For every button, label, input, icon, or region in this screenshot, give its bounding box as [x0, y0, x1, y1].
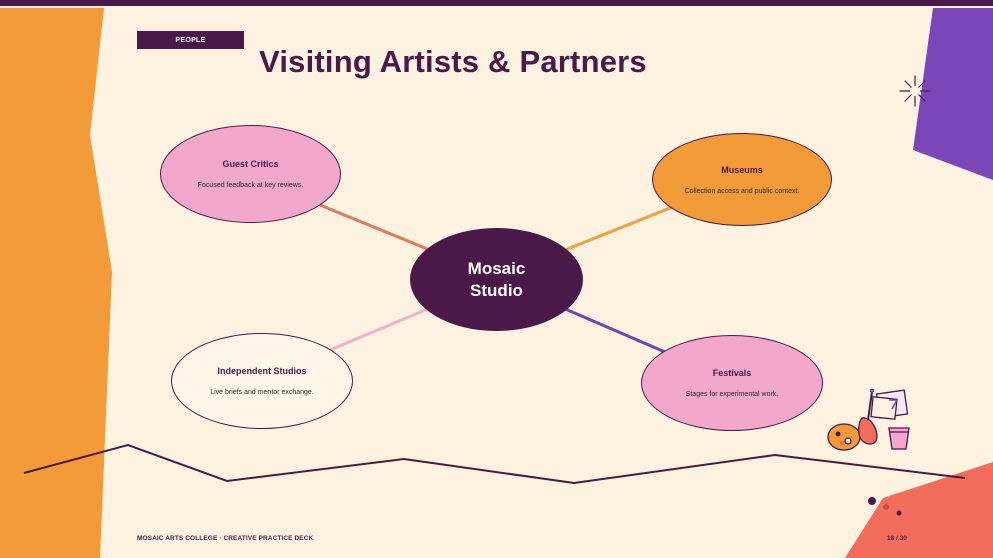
node-description: Live briefs and mentor exchange. — [210, 389, 314, 396]
node-festivals: Festivals Stages for experimental work. — [641, 335, 823, 431]
connector-museums — [564, 204, 676, 252]
node-title: Guest Critics — [222, 159, 279, 169]
connector-festivals — [562, 306, 666, 354]
node-museums: Museums Collection access and public con… — [652, 133, 832, 226]
node-description: Collection access and public context. — [684, 187, 800, 195]
dot-dark — [868, 497, 876, 505]
zigzag-line — [23, 443, 966, 485]
node-title: Festivals — [712, 368, 752, 378]
node-independent-studios: Independent Studios Live briefs and ment… — [171, 333, 353, 429]
footer-text: MOSAIC ARTS COLLEGE · CREATIVE PRACTICE … — [137, 535, 314, 542]
bottom-right-coral-shape — [845, 462, 993, 558]
center-label: Mosaic Studio — [467, 258, 526, 300]
page-title: Visiting Artists & Partners — [259, 44, 647, 79]
node-description: Stages for experimental work. — [685, 391, 779, 398]
art-supplies-icon — [827, 389, 910, 451]
right-purple-shape — [913, 8, 993, 180]
connector-independent-studios — [329, 306, 431, 352]
connector-guest-critics — [319, 203, 431, 252]
section-tag: PEOPLE — [137, 31, 244, 49]
top-bar — [0, 0, 993, 6]
dot-red — [883, 504, 889, 510]
node-guest-critics: Guest Critics Focused feedback at key re… — [160, 125, 341, 223]
node-title: Independent Studios — [217, 366, 307, 376]
left-orange-shape — [0, 8, 112, 558]
dot-dark-small — [896, 510, 902, 516]
node-title: Museums — [721, 164, 763, 175]
center-node-mosaic-studio: Mosaic Studio — [410, 228, 583, 331]
page-number: 18 / 30 — [887, 535, 907, 542]
node-description: Focused feedback at key reviews. — [197, 182, 304, 189]
